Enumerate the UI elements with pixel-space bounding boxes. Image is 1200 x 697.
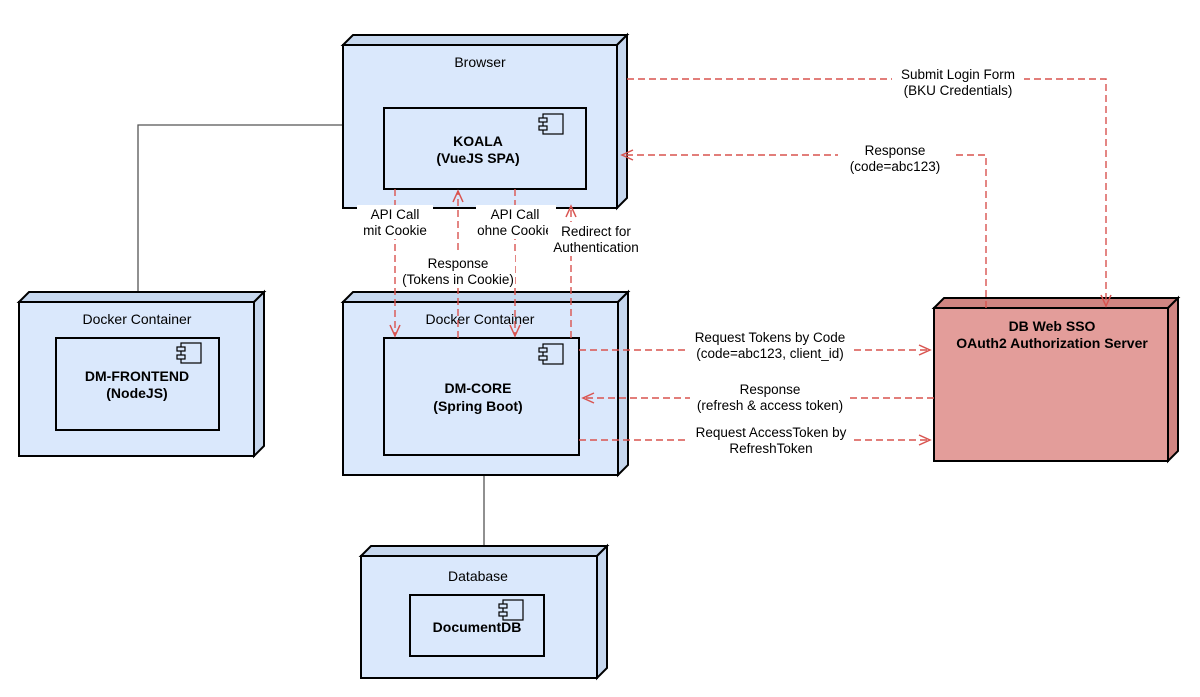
label-submit-login-line1: Submit Login Form — [901, 67, 1015, 82]
label-request-access-token-line1: Request AccessToken by — [696, 425, 847, 440]
line-browser-frontend — [137, 124, 343, 302]
frontend-tech: (NodeJS) — [106, 385, 167, 401]
oauth-server-title: DB Web SSO — [1009, 318, 1096, 334]
label-request-tokens-code: Request Tokens by Code (code=abc123, cli… — [688, 329, 852, 363]
component-icon — [538, 113, 564, 135]
label-api-call-no-cookie-line2: ohne Cookie — [477, 223, 553, 238]
label-api-call-cookie-line1: API Call — [371, 207, 420, 222]
oauth-server-subtitle: OAuth2 Authorization Server — [956, 335, 1148, 351]
label-api-call-cookie: API Call mit Cookie — [357, 205, 433, 239]
label-api-call-cookie-line2: mit Cookie — [363, 223, 427, 238]
core-name: DM-CORE — [445, 380, 512, 396]
koala-component: KOALA (VueJS SPA) — [383, 107, 587, 190]
label-response-code: Response (code=abc123) — [838, 142, 952, 176]
oauth-server-node-side — [1167, 295, 1179, 464]
koala-tech: (VueJS SPA) — [436, 150, 519, 166]
core-tech: (Spring Boot) — [433, 398, 522, 414]
label-response-tokens-line2: (refresh & access token) — [697, 398, 843, 413]
documentdb-name: DocumentDB — [433, 619, 522, 635]
arrow-response-code — [620, 149, 987, 308]
component-icon — [538, 343, 564, 365]
label-redirect-auth: Redirect for Authentication — [548, 222, 644, 256]
docker-core-title: Docker Container — [426, 311, 535, 327]
docker-frontend-node-side — [253, 289, 265, 459]
label-submit-login-line2: (BKU Credentials) — [904, 83, 1013, 98]
label-response-tokens-cookie-line2: (Tokens in Cookie) — [402, 272, 514, 287]
component-icon — [176, 342, 202, 364]
frontend-component: DM-FRONTEND (NodeJS) — [55, 337, 220, 431]
core-component: DM-CORE (Spring Boot) — [383, 337, 580, 456]
frontend-name: DM-FRONTEND — [85, 368, 189, 384]
label-redirect-auth-line1: Redirect for — [561, 224, 631, 239]
label-api-call-no-cookie-line1: API Call — [491, 207, 540, 222]
label-response-code-line2: (code=abc123) — [850, 159, 940, 174]
docker-frontend-title: Docker Container — [83, 311, 192, 327]
database-node-side — [358, 545, 610, 557]
label-request-tokens-code-line1: Request Tokens by Code — [695, 330, 846, 345]
oauth-server-node-side — [931, 297, 1181, 309]
koala-name: KOALA — [453, 133, 503, 149]
documentdb-component: DocumentDB — [409, 594, 545, 657]
label-submit-login: Submit Login Form (BKU Credentials) — [892, 66, 1024, 100]
browser-node-side — [616, 32, 628, 211]
database-node-side — [596, 543, 608, 681]
label-request-tokens-code-line2: (code=abc123, client_id) — [696, 346, 843, 361]
label-request-access-token-line2: RefreshToken — [729, 441, 812, 456]
docker-core-node-side — [617, 289, 629, 478]
label-response-tokens-line1: Response — [740, 382, 801, 397]
database-title: Database — [448, 568, 508, 584]
label-redirect-auth-line2: Authentication — [553, 240, 639, 255]
label-request-access-token: Request AccessToken by RefreshToken — [688, 424, 854, 458]
label-response-code-line1: Response — [865, 143, 926, 158]
arrow-submit-login — [627, 78, 1112, 308]
docker-core-node-side — [340, 291, 631, 303]
label-api-call-no-cookie: API Call ohne Cookie — [476, 205, 556, 239]
label-response-tokens-cookie: Response (Tokens in Cookie) — [401, 254, 515, 288]
browser-node-side — [340, 34, 630, 46]
oauth-server-node: DB Web SSO OAuth2 Authorization Server — [931, 295, 1181, 464]
label-response-tokens: Response (refresh & access token) — [690, 381, 850, 415]
browser-title: Browser — [454, 54, 506, 70]
docker-frontend-node-side — [16, 291, 267, 303]
label-response-tokens-cookie-line1: Response — [428, 256, 489, 271]
component-icon — [498, 599, 524, 621]
